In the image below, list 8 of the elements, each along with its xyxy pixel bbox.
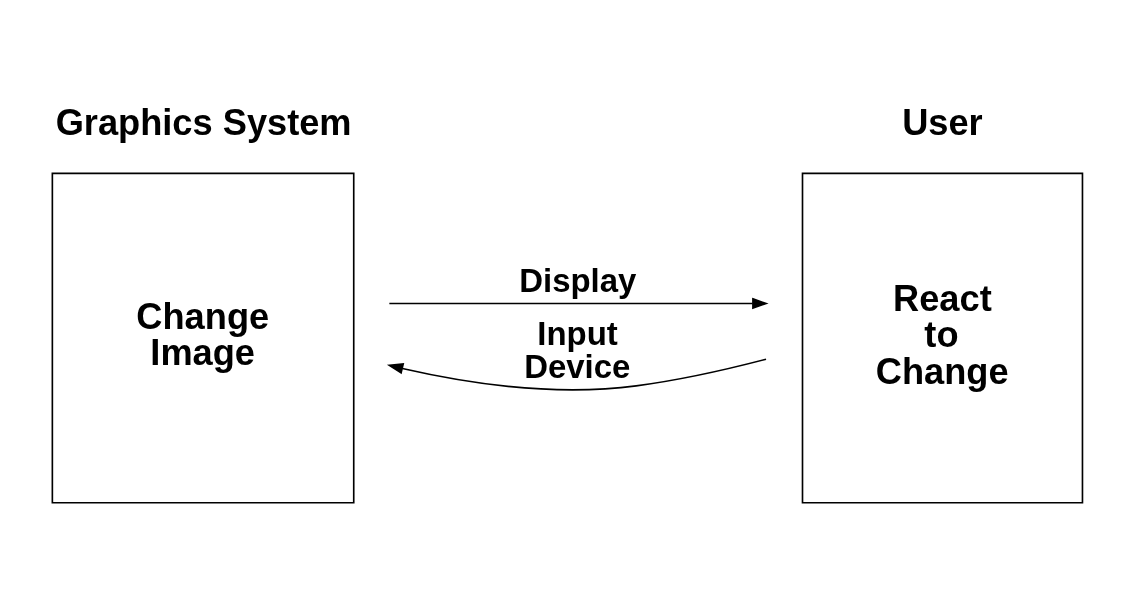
arrow [386,357,767,391]
node-label: User [902,101,983,143]
arrow [388,297,769,309]
edge-label: Display [519,261,637,299]
edge-label: Input Device [524,314,631,385]
node-box: Change Image [51,172,355,504]
node-label: Graphics System [55,101,352,143]
node-box: React to Change [801,172,1084,504]
